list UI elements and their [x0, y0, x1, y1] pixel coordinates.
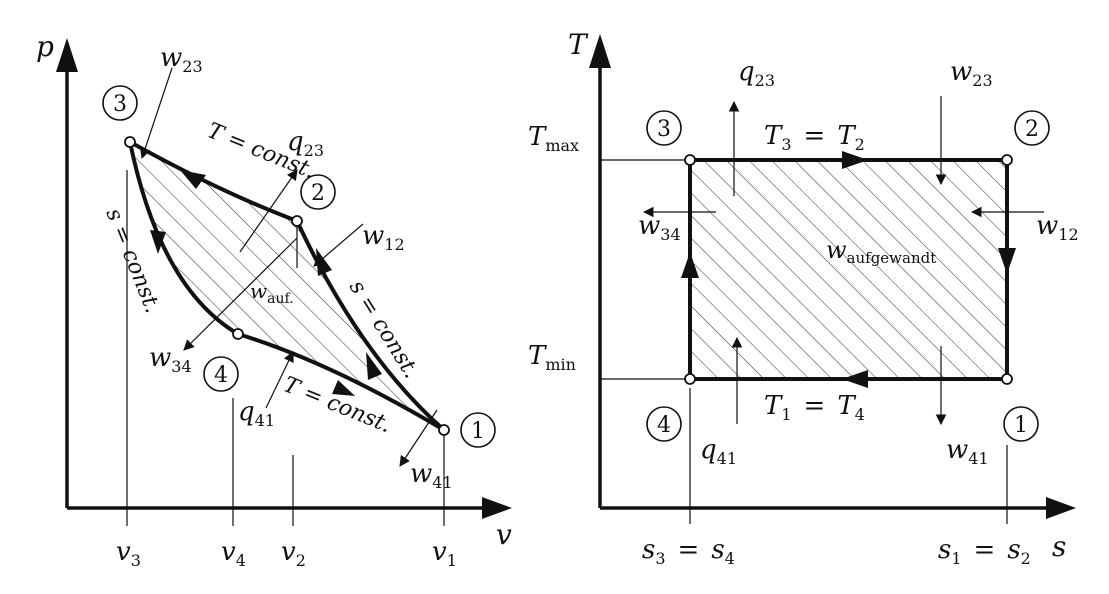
ts-state-3-circle — [646, 110, 682, 146]
pv-node-2 — [291, 215, 303, 227]
pv-state-4-circle — [203, 356, 239, 392]
pv-p-axis-label: p — [36, 30, 54, 63]
ts-state-2-label: 2 — [1025, 117, 1039, 142]
pv-arrow-4-1 — [332, 380, 355, 396]
pv-tick-v2: v2 — [281, 537, 306, 570]
pv-node-3 — [124, 136, 136, 148]
ts-s12-relation: s1=s2 — [938, 535, 1031, 568]
ts-state-3-label: 3 — [657, 117, 671, 142]
pv-q41-arrow — [265, 351, 294, 409]
pv-state-3-circle — [102, 85, 138, 121]
ts-node-1 — [1001, 373, 1013, 385]
pv-w34-arrow — [183, 237, 298, 351]
pv-state-3-label: 3 — [113, 92, 127, 117]
ts-w-aufgewandt-label: waufgewandt — [826, 236, 936, 267]
ts-tmin-label: Tmin — [528, 341, 576, 374]
pv-q41-label: q41 — [238, 397, 275, 430]
pv-w12-arrow — [313, 223, 364, 267]
ts-s-axis-label: s — [1052, 530, 1066, 563]
ts-arrow-left — [681, 252, 699, 278]
pv-w41-arrow — [399, 409, 438, 467]
ts-state-4-circle — [646, 406, 682, 442]
pv-diagram: p v v3 v4 v2 v1 3 2 4 — [36, 30, 512, 570]
pv-node-1 — [438, 424, 450, 436]
pv-tick-v1: v1 — [432, 537, 457, 570]
pv-process-4-1 — [237, 332, 446, 432]
ts-state-1-label: 1 — [1014, 413, 1028, 438]
pv-process-3-4 — [128, 141, 240, 336]
ts-state-4-label: 4 — [657, 413, 671, 438]
ts-tmax-label: Tmax — [528, 122, 579, 155]
ts-y-arrowhead — [589, 34, 611, 68]
ts-state-1-circle — [1003, 406, 1039, 442]
ts-s34-relation: s3=s4 — [642, 535, 735, 568]
pv-tick-v4: v4 — [221, 537, 246, 570]
ts-q41-label: q41 — [700, 435, 737, 468]
pv-state-1-circle — [460, 412, 496, 448]
pv-state-4-label: 4 — [214, 363, 228, 388]
pv-w12-label: w12 — [362, 221, 405, 254]
pv-w-auf-label: wauf. — [250, 279, 294, 307]
ts-w23-label: w23 — [950, 57, 993, 90]
ts-arrow-top — [842, 151, 868, 169]
ts-node-4 — [684, 373, 696, 385]
pv-q23-arrow — [239, 169, 298, 253]
pv-state-2-circle — [300, 174, 336, 210]
ts-q23-label: q23 — [738, 57, 775, 90]
ts-w34-label: w34 — [638, 211, 681, 244]
pv-process-1-2 — [295, 220, 446, 432]
pv-w23-label: w23 — [160, 43, 203, 76]
pv-arrow-3-4 — [150, 230, 166, 254]
pv-w23-arrow — [139, 67, 173, 160]
ts-arrow-right — [998, 248, 1016, 274]
ts-w12-label: w12 — [1036, 211, 1079, 244]
ts-x-arrowhead — [1046, 497, 1076, 519]
ts-node-3 — [684, 154, 696, 166]
pv-cycle-area — [130, 142, 444, 430]
ts-w41-label: w41 — [946, 435, 989, 468]
ts-arrow-bottom — [842, 370, 868, 388]
pv-v-axis-label: v — [496, 518, 512, 551]
ts-diagram: T s 3 2 4 1 Tmax Tmin T3=T2 T1=T4 s3=s4 — [528, 28, 1079, 568]
pv-arrow-1-2b — [366, 352, 382, 380]
pv-arrow-2-3 — [180, 170, 206, 189]
pv-state-2-label: 2 — [311, 181, 325, 206]
pv-y-arrowhead — [56, 38, 78, 72]
pv-state-1-label: 1 — [471, 419, 485, 444]
pv-w34-label: w34 — [149, 343, 192, 376]
pv-tick-v3: v3 — [116, 537, 141, 570]
pv-w41-label: w41 — [410, 459, 453, 492]
ts-top-relation: T3=T2 — [764, 121, 865, 154]
ts-bottom-relation: T1=T4 — [764, 391, 865, 424]
pv-q23-label: q23 — [287, 127, 324, 160]
pv-x-arrowhead — [482, 497, 512, 519]
pv-node-4 — [232, 328, 244, 340]
ts-node-2 — [1001, 154, 1013, 166]
ts-state-2-circle — [1014, 110, 1050, 146]
ts-cycle-area — [690, 160, 1007, 378]
pv-process-2-3 — [129, 140, 298, 223]
ts-t-axis-label: T — [568, 28, 589, 61]
